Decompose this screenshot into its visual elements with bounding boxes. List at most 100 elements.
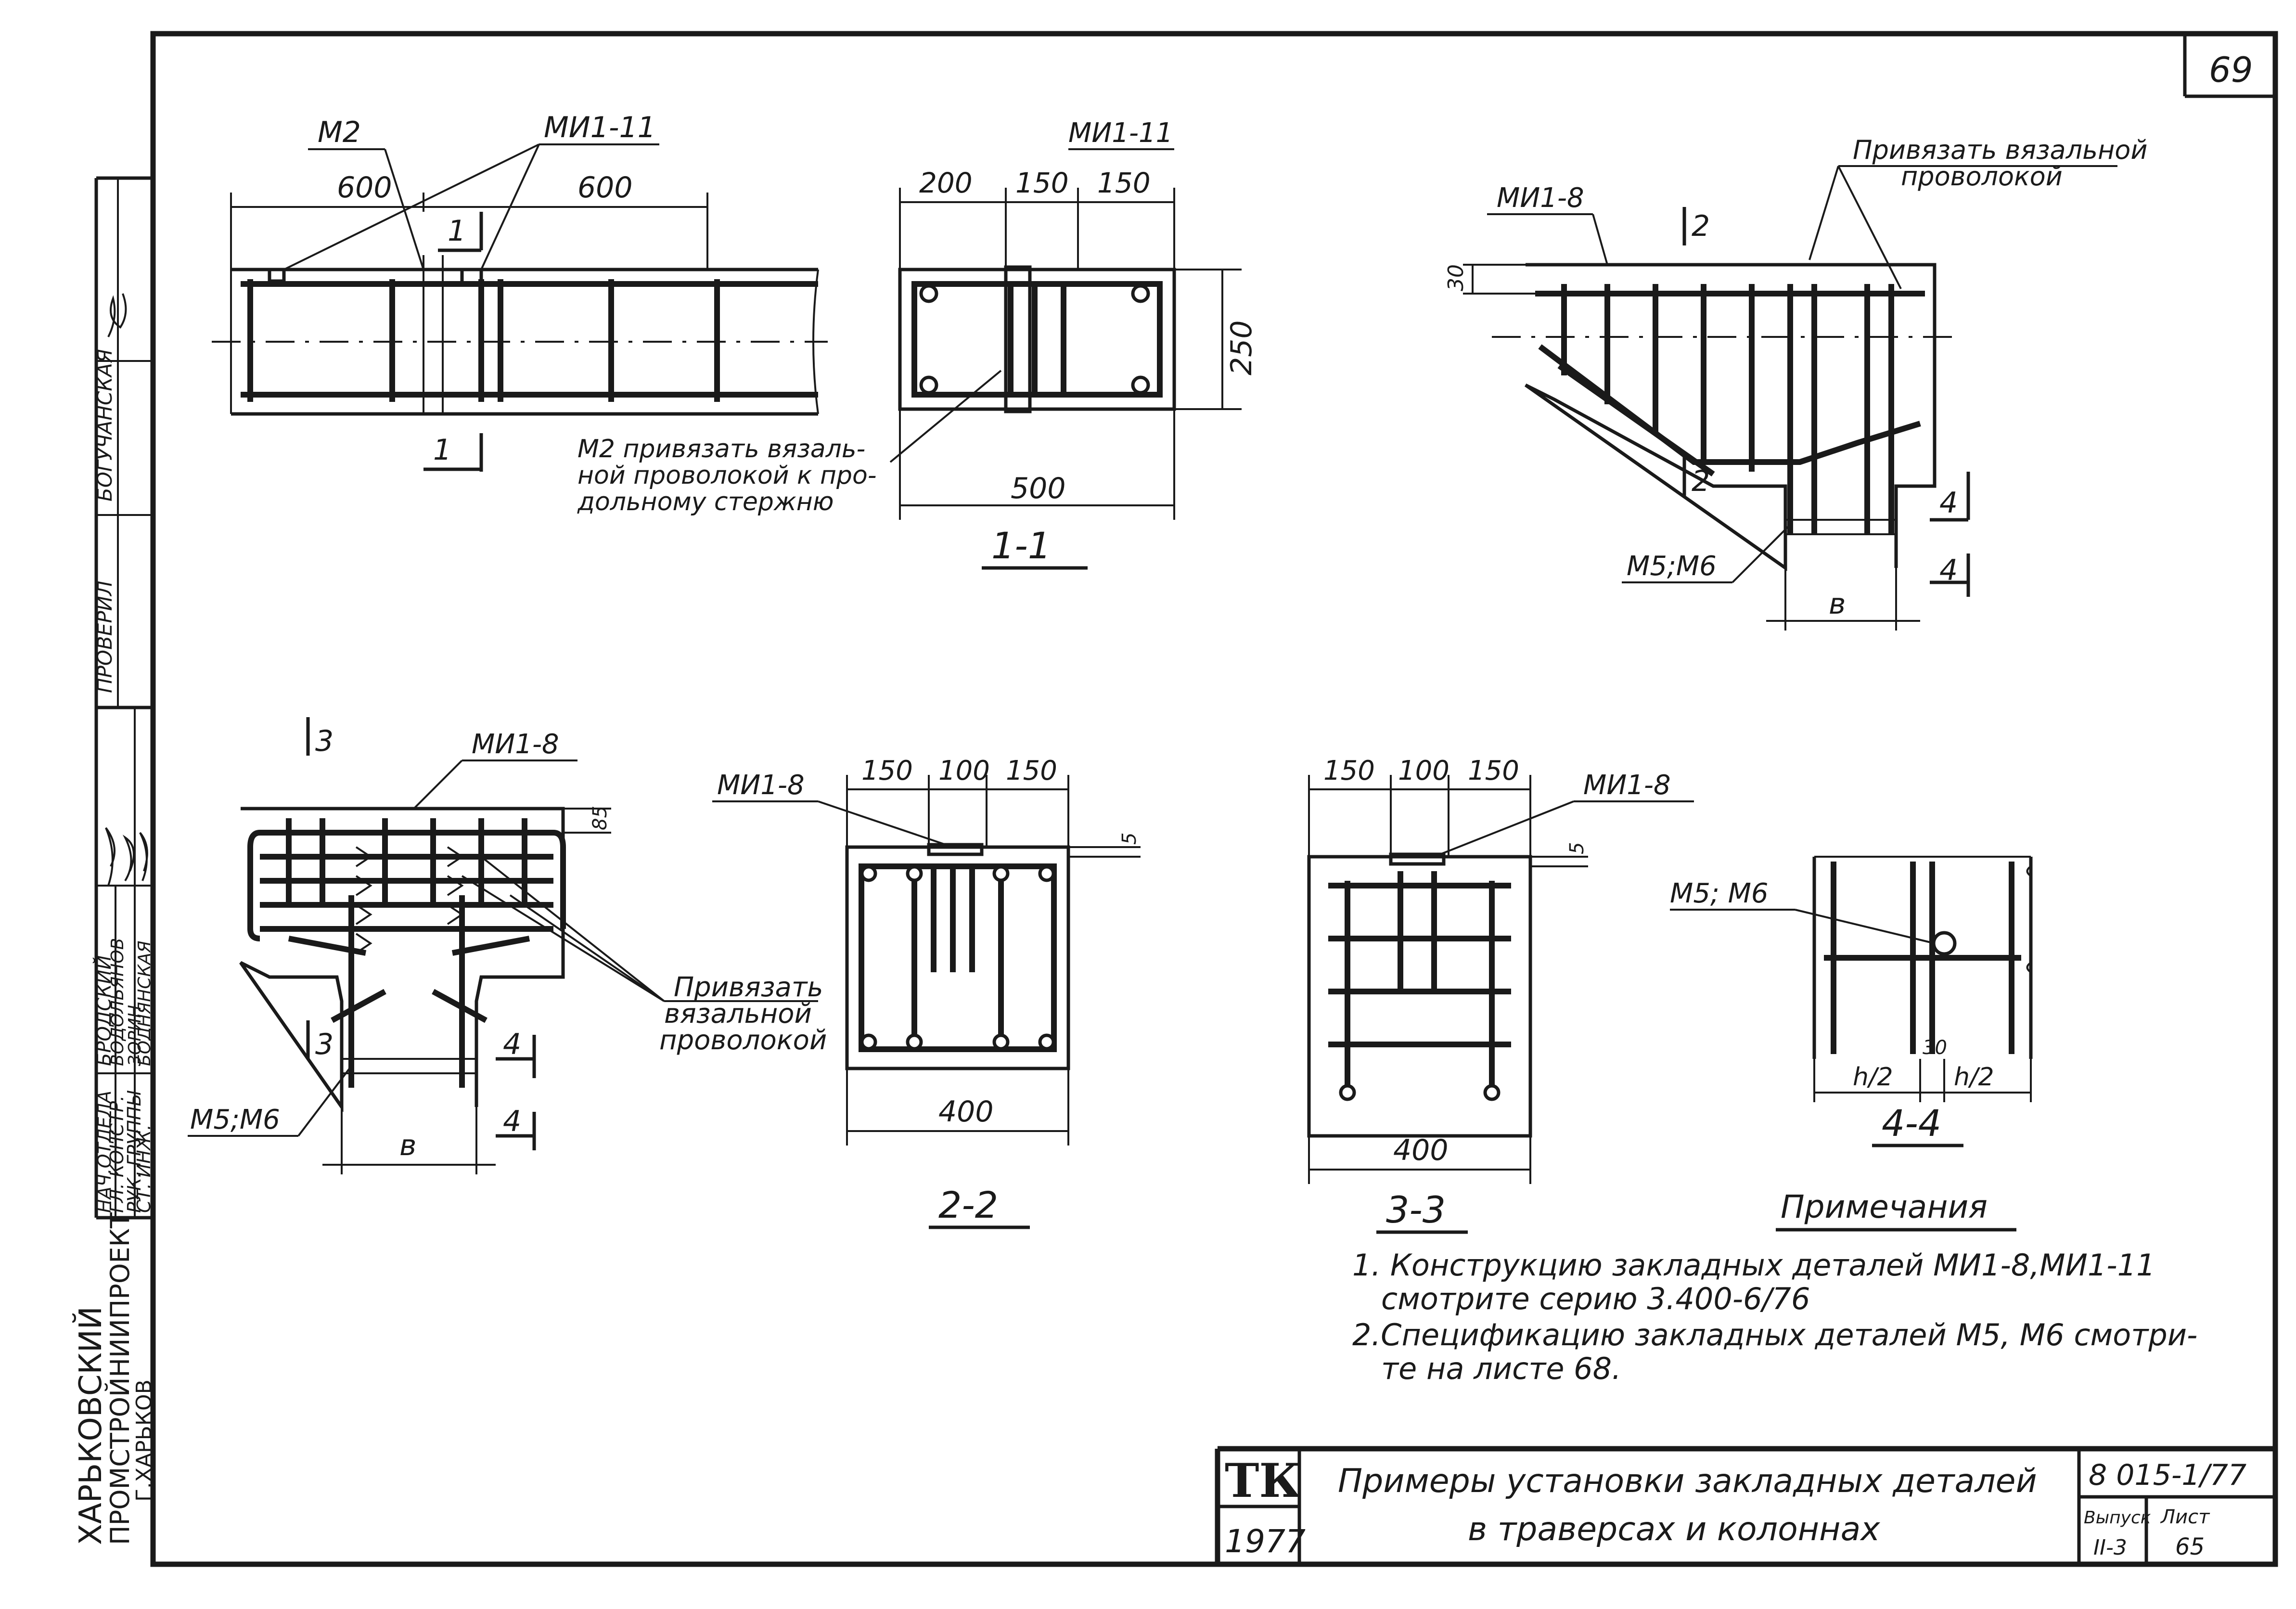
beam-cut-bottom: 1 — [433, 433, 451, 467]
tf-cut-top: 3 — [315, 724, 333, 758]
role-1: НАЧ.ОТДЕЛА — [94, 1091, 115, 1213]
role-2: ГЛ. КОНСТР. — [106, 1095, 128, 1213]
s11-dim-width: 500 — [1011, 472, 1066, 505]
tb-issue-label: Выпуск — [2084, 1508, 2151, 1528]
tb-year: 1977 — [1225, 1523, 1306, 1560]
view-beam: 600 600 М2 МИ1-11 1 1 М2 привязать вязал… — [212, 111, 1002, 516]
note-line-1: 1. Конструкцию закладных деталей МИ1-8,М… — [1352, 1248, 2155, 1283]
tf-dim-b: в — [399, 1129, 416, 1162]
tf-cut-right-top: 4 — [503, 1028, 521, 1061]
ts-label-mi: МИ1-8 — [1497, 182, 1584, 214]
s22-dim-5: 5 — [1118, 833, 1141, 845]
beam-dim-right: 600 — [577, 171, 633, 205]
stamp-name-3: ЗОРИН — [125, 1005, 145, 1066]
s22-dim-1: 150 — [861, 755, 913, 786]
beam-label-m2: М2 — [318, 116, 361, 149]
name-1: БРОДСКИЙ — [92, 955, 115, 1066]
tf-note-3: проволокой — [659, 1025, 827, 1056]
left-stamp — [94, 176, 153, 1220]
role-3: РУК. ГРУППЫ — [124, 1090, 145, 1213]
s11-dim-1: 200 — [919, 167, 973, 199]
ts-note-1: Привязать вязальной — [1853, 135, 2147, 165]
beam-dim-left: 600 — [337, 171, 392, 205]
s22-dim-width: 400 — [938, 1095, 994, 1129]
ts-cut-top: 2 — [1692, 209, 1710, 243]
stamp-name-4: БОДНЯНСКАЯ — [135, 940, 154, 1066]
s33-dim-width: 400 — [1393, 1133, 1449, 1167]
stamp-name-2: ВОДОЛЬЯНОВ — [108, 938, 128, 1066]
stamp-role-3: РУК. ГРУППЫ — [124, 1090, 145, 1213]
s33-dim-3: 150 — [1468, 755, 1519, 786]
s11-title: 1-1 — [991, 524, 1051, 567]
stamp-roles: НАЧ.ОТДЕЛА — [94, 1091, 115, 1213]
tb-title-line-1: Примеры установки закладных деталей — [1338, 1462, 2037, 1500]
page-number: 69 — [2209, 50, 2253, 90]
tb-sheet-label: Лист — [2160, 1506, 2210, 1528]
s11-dim-2: 150 — [1015, 167, 1069, 199]
s33-title: 3-3 — [1386, 1188, 1446, 1231]
s33-dim-5: 5 — [1566, 842, 1588, 854]
s11-dim-height: 250 — [1225, 320, 1258, 375]
stamp-org: ХАРЬКОВСКИЙ ПРОМСТРОЙНИИПРОЕКТ Г.ХАРЬКОВ — [72, 1212, 156, 1545]
notes-heading: Примечания — [1781, 1188, 1988, 1225]
view-section-4-4: М5; М6 h/2 30 h/2 4-4 — [1670, 856, 2033, 1147]
tf-note-2: вязальной — [664, 998, 812, 1030]
note-line-3: 2.Спецификацию закладных деталей М5, М6 … — [1352, 1317, 2197, 1352]
org-line-2: ПРОМСТРОЙНИИПРОЕКТ — [105, 1212, 135, 1545]
view-section-2-2: 150 100 150 МИ1-8 5 400 2-2 — [712, 755, 1141, 1229]
s44-dim-h-right: h/2 — [1954, 1063, 1994, 1092]
stamp-role-2: ГЛ. КОНСТР. — [106, 1095, 128, 1213]
beam-note-1: М2 привязать вязаль- — [577, 435, 865, 463]
ts-dim-b: в — [1829, 587, 1846, 621]
stamp-checked-name: БОГУЧАНСКАЯ — [93, 349, 116, 502]
name-2: ВОДОЛЬЯНОВ — [108, 938, 128, 1066]
stamp-checked-role: ПРОВЕРИЛ — [93, 580, 116, 693]
ts-cut-right-top: 4 — [1939, 486, 1958, 520]
s22-label-mi: МИ1-8 — [717, 770, 805, 801]
tf-cut-bottom: 3 — [315, 1028, 333, 1061]
tb-series: 8 015-1/77 — [2089, 1458, 2246, 1492]
tb-logo: ТК — [1225, 1454, 1301, 1508]
checked-role: ПРОВЕРИЛ — [93, 580, 116, 693]
s33-dim-2: 100 — [1398, 755, 1449, 786]
beam-note-2: ной проволокой к про- — [577, 461, 877, 490]
ts-cut-right-bottom: 4 — [1939, 553, 1958, 587]
s11-dim-3: 150 — [1097, 167, 1151, 199]
view-section-3-3: 150 100 150 МИ1-8 5 400 3-3 — [1307, 755, 1694, 1234]
s44-label-m: М5; М6 — [1670, 878, 1769, 909]
sheet-frame — [150, 31, 2278, 1567]
s22-dim-3: 150 — [1006, 755, 1057, 786]
notes: Примечания 1. Конструкцию закладных дета… — [1352, 1188, 2197, 1386]
tf-dim-85: 85 — [589, 806, 611, 830]
org-line-1: ХАРЬКОВСКИЙ — [72, 1306, 109, 1545]
s44-dim-30: 30 — [1923, 1037, 1947, 1059]
s22-dim-2: 100 — [938, 755, 990, 786]
s22-title: 2-2 — [938, 1184, 998, 1226]
checked-name: БОГУЧАНСКАЯ — [93, 349, 116, 502]
tb-sheet-value: 65 — [2175, 1533, 2205, 1560]
stamp-name-1: БРОДСКИЙ — [92, 955, 115, 1066]
stamp-role-4: СТ. ИНЖ. — [133, 1124, 154, 1213]
note-line-4: те на листе 68. — [1381, 1351, 1621, 1386]
s44-dim-h-left: h/2 — [1853, 1063, 1893, 1092]
name-3: ЗОРИН — [125, 1005, 145, 1066]
view-traverse-side: МИ1-8 Привязать вязальной проволокой 30 … — [1444, 135, 2147, 631]
beam-label-mi: МИ1-11 — [544, 111, 656, 144]
view-traverse-front: 3 3 МИ1-8 85 Привязать вязальной проволо… — [188, 717, 827, 1174]
role-4: СТ. ИНЖ. — [133, 1124, 154, 1213]
tf-label-mi: МИ1-8 — [472, 729, 559, 760]
beam-cut-top: 1 — [448, 214, 466, 248]
tf-label-m: М5;М6 — [190, 1104, 280, 1135]
s33-label-mi: МИ1-8 — [1583, 770, 1671, 801]
tf-cut-right-bottom: 4 — [503, 1105, 521, 1138]
name-4: БОДНЯНСКАЯ — [135, 940, 154, 1066]
s33-dim-1: 150 — [1323, 755, 1375, 786]
ts-cut-bottom: 2 — [1692, 464, 1710, 498]
tf-note-1: Привязать — [674, 972, 823, 1003]
view-section-1-1: 200 150 150 МИ1-11 250 500 1-1 — [898, 117, 1258, 570]
s44-title: 4-4 — [1882, 1102, 1941, 1145]
ts-dim-30: 30 — [1444, 264, 1468, 291]
beam-note-3: дольному стержню — [577, 488, 834, 516]
signature-scribbles — [105, 293, 148, 886]
